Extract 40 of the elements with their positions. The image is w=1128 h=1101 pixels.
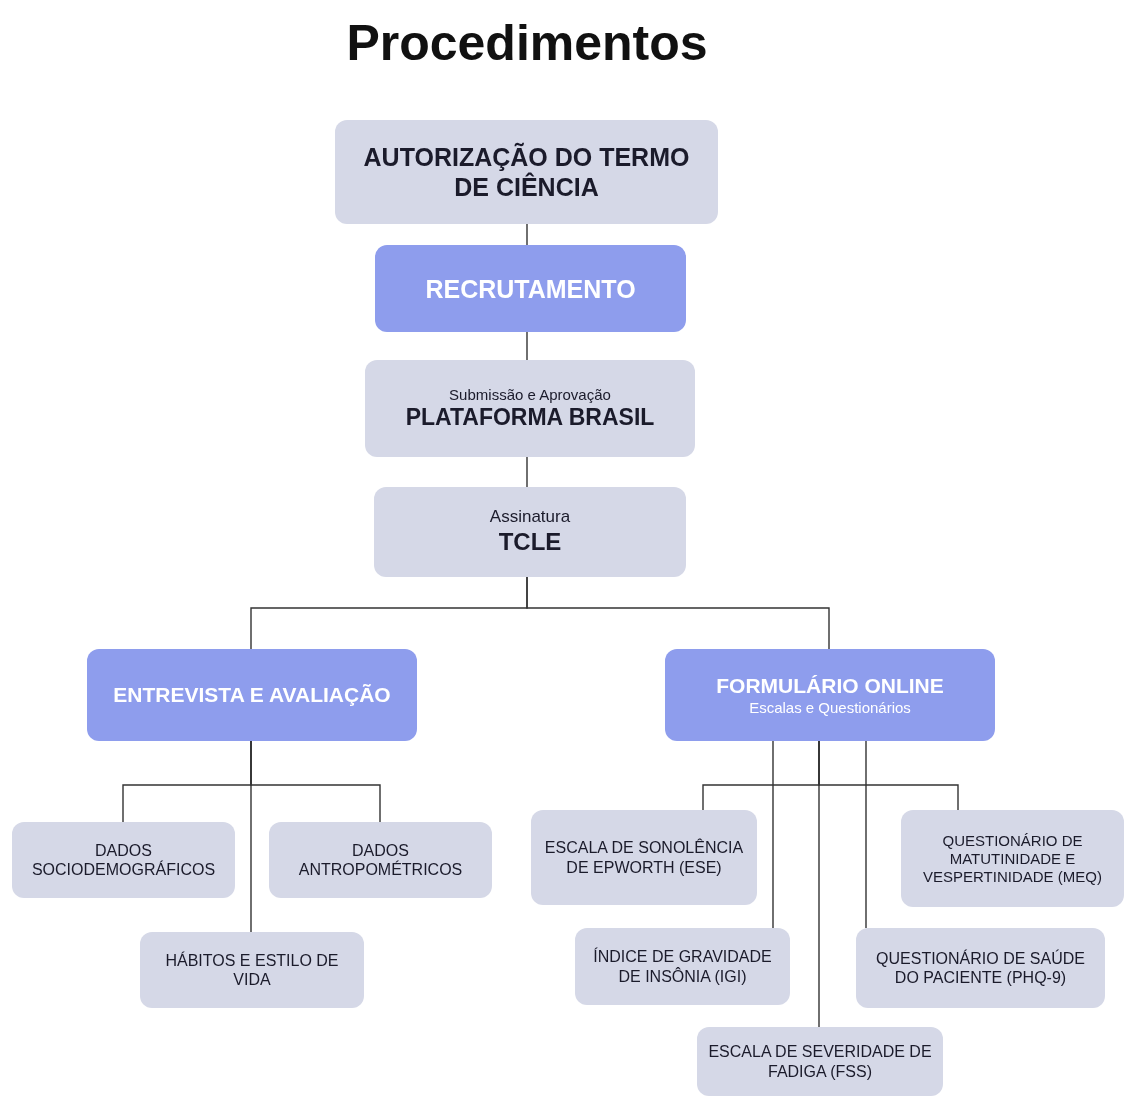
box-label: QUESTIONÁRIO DE MATUTINIDADE E VESPERTINIDADE (MEQ) xyxy=(922,831,1103,886)
box-label: ESCALA DE SEVERIDADE DE FADIGA (FSS) xyxy=(707,1042,933,1081)
process-box xyxy=(374,487,686,577)
box-label: ENTREVISTA E AVALIAÇÃO xyxy=(113,682,391,708)
box-label: DADOS SOCIODEMOGRÁFICOS xyxy=(30,840,217,880)
process-box xyxy=(901,810,1124,907)
box-label: TCLE xyxy=(498,527,562,557)
process-box xyxy=(365,360,695,457)
process-box xyxy=(665,649,995,741)
box-subtitle: Assinatura xyxy=(489,507,571,528)
process-box xyxy=(697,1027,943,1096)
diagram-title: Procedimentos xyxy=(345,14,709,72)
box-label: RECRUTAMENTO xyxy=(425,273,636,304)
box-subtitle: Submissão e Aprovação xyxy=(449,385,611,404)
box-label: ÍNDICE DE GRAVIDADE DE INSÔNIA (IGI) xyxy=(592,947,773,986)
process-box xyxy=(575,928,790,1005)
box-label: ESCALA DE SONOLÊNCIA DE EPWORTH (ESE) xyxy=(543,838,745,877)
box-label: QUESTIONÁRIO DE SAÚDE DO PACIENTE (PHQ-9) xyxy=(875,948,1086,988)
process-box xyxy=(269,822,492,898)
connector-line xyxy=(526,331,528,361)
connector-line xyxy=(250,740,252,933)
box-label: PLATAFORMA BRASIL xyxy=(405,403,655,432)
connector-line xyxy=(865,740,867,929)
connector-line xyxy=(526,223,528,246)
box-label: FORMULÁRIO ONLINE xyxy=(716,673,944,699)
process-box xyxy=(12,822,235,898)
connector-line xyxy=(526,576,830,650)
box-label: DADOS ANTROPOMÉTRICOS xyxy=(297,840,464,880)
process-box xyxy=(531,810,757,905)
box-label: AUTORIZAÇÃO DO TERMO DE CIÊNCIA xyxy=(362,142,691,202)
process-box xyxy=(375,245,686,332)
connector-line xyxy=(818,740,820,1028)
process-box xyxy=(140,932,364,1008)
connector-line xyxy=(772,740,774,929)
process-box xyxy=(335,120,718,224)
process-box xyxy=(87,649,417,741)
process-box xyxy=(856,928,1105,1008)
connector-line xyxy=(526,456,528,488)
box-label: HÁBITOS E ESTILO DE VIDA xyxy=(164,950,340,990)
box-subtitle: Escalas e Questionários xyxy=(749,698,911,717)
